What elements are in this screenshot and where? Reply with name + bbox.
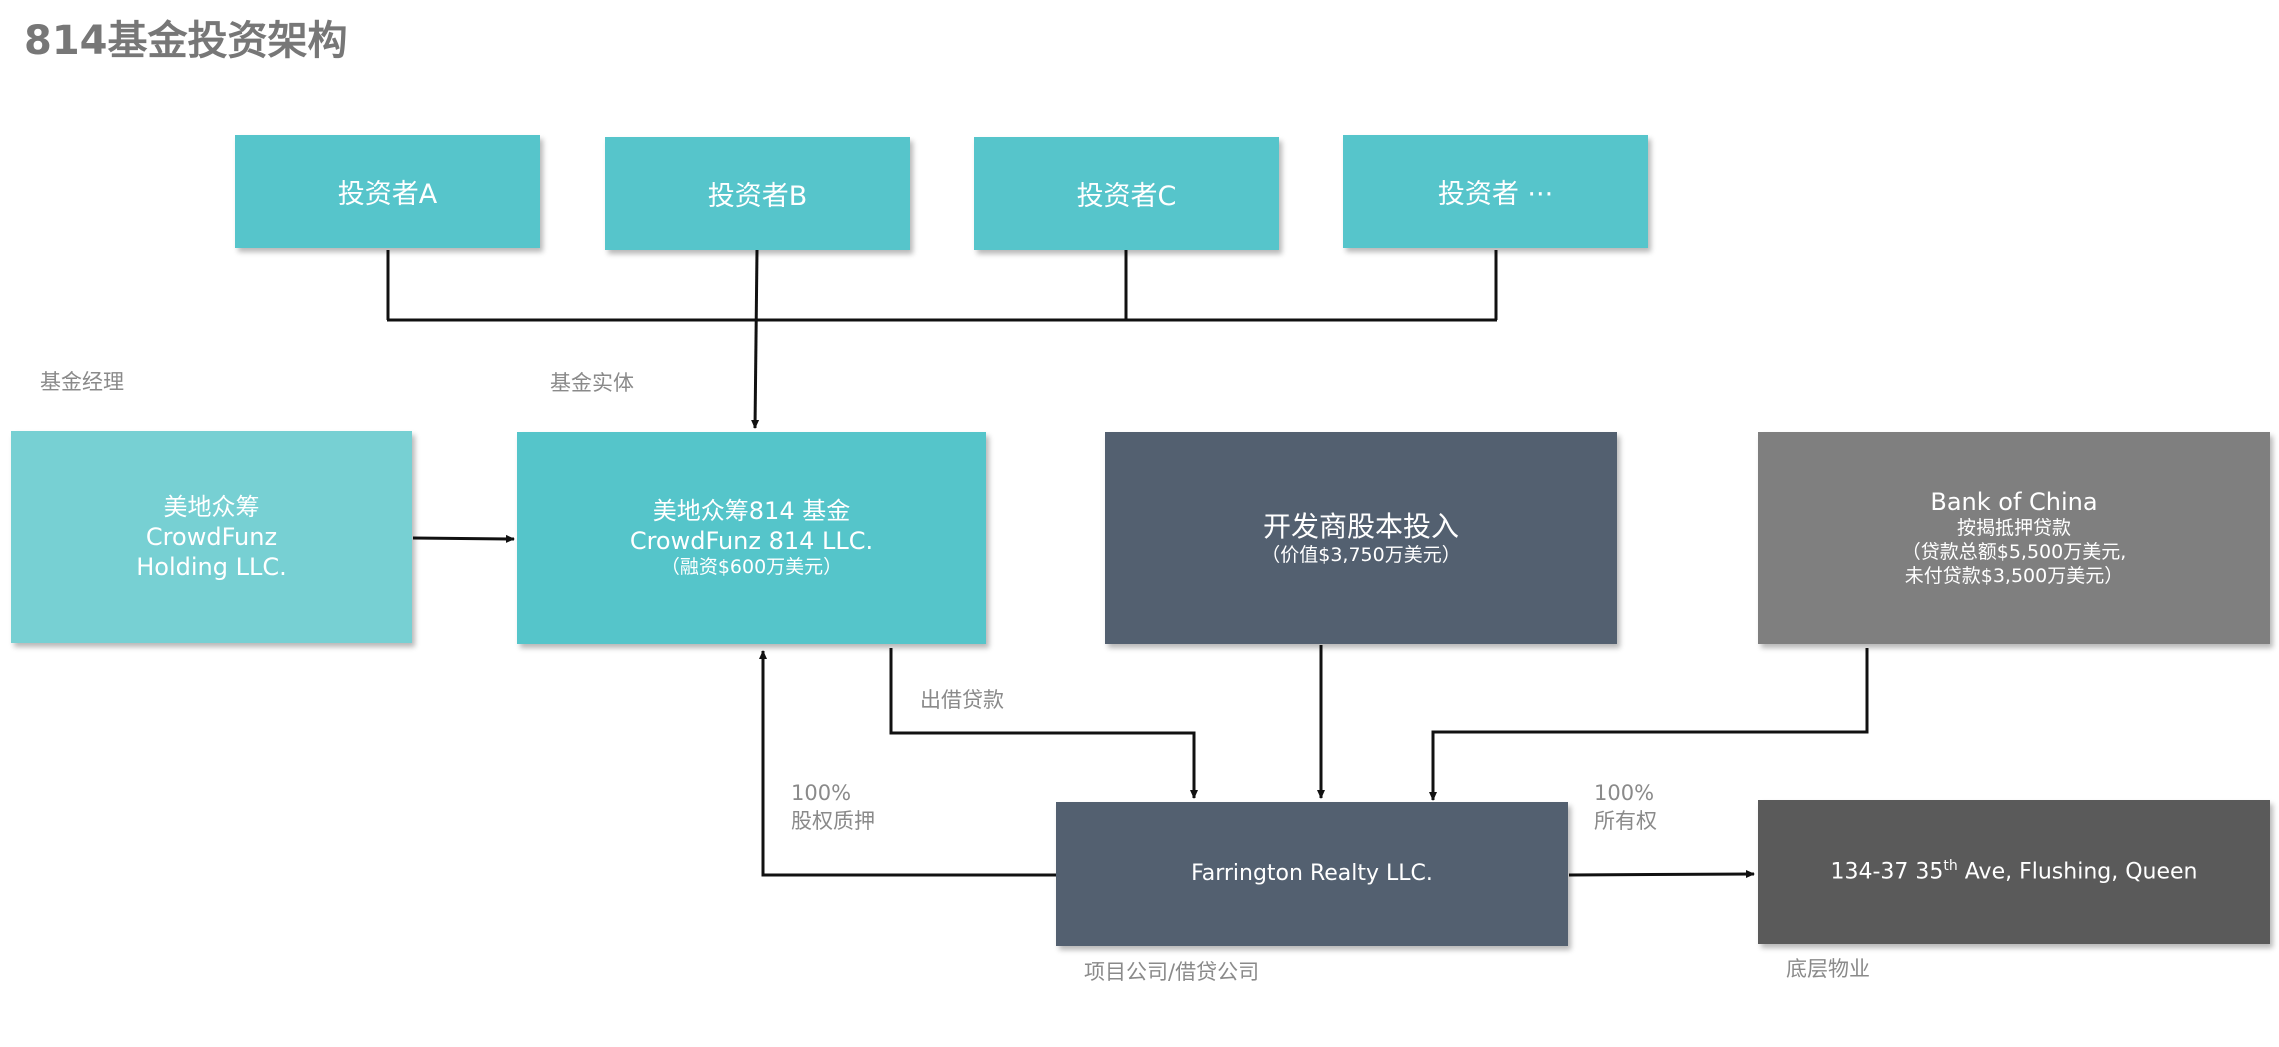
bank-line-4: 未付贷款$3,500万美元） [1904, 564, 2124, 587]
fund-manager-box: 美地众筹 CrowdFunz Holding LLC. [11, 431, 412, 643]
loan-arrow [889, 648, 1198, 799]
fund-line-2: CrowdFunz 814 LLC. [629, 527, 874, 556]
ownership-percent: 100% [1594, 781, 1655, 805]
investor-c-label: 投资者C [1076, 181, 1177, 212]
project-line-1: Farrington Realty LLC. [1191, 861, 1433, 887]
investor-c-box: 投资者C [974, 137, 1279, 250]
manager-caption: 基金经理 [40, 370, 124, 394]
ownership-label: 100% 所有权 [1594, 779, 1657, 836]
manager-line-2: CrowdFunz [145, 523, 278, 551]
manager-to-fund-arrow [412, 534, 515, 543]
investor-to-fund-arrow [751, 249, 760, 429]
developer-line-1: 开发商股本投入 [1262, 509, 1459, 543]
investor-more-label: 投资者 ··· [1437, 179, 1554, 210]
property-box: 134-37 35th Ave, Flushing, Queen [1758, 800, 2270, 944]
ownership-arrow [1568, 870, 1755, 879]
fund-caption: 基金实体 [550, 371, 634, 395]
pledge-arrow [759, 650, 1056, 877]
property-address-part-2: Ave, Flushing, Queen [1957, 859, 2198, 885]
pledge-label: 100% 股权质押 [791, 779, 875, 836]
manager-line-3: Holding LLC. [136, 553, 287, 581]
investor-a-box: 投资者A [235, 135, 540, 248]
fund-line-3: （融资$600万美元） [660, 556, 843, 579]
investor-b-box: 投资者B [605, 137, 910, 250]
loan-label: 出借贷款 [920, 688, 1004, 712]
bank-to-project-arrow [1429, 648, 1869, 801]
property-address-part-1: 134-37 35 [1830, 859, 1944, 885]
property-caption: 底层物业 [1786, 957, 1870, 981]
fund-line-1: 美地众筹814 基金 [652, 497, 851, 526]
project-caption: 项目公司/借贷公司 [1084, 960, 1260, 984]
developer-equity-box: 开发商股本投入 （价值$3,750万美元） [1105, 432, 1617, 644]
investor-a-label: 投资者A [337, 179, 438, 210]
page-title: 814基金投资架构 [24, 18, 348, 64]
investor-more-box: 投资者 ··· [1343, 135, 1648, 248]
project-company-box: Farrington Realty LLC. [1056, 802, 1568, 946]
ownership-text: 所有权 [1594, 809, 1657, 834]
bank-line-2: 按揭抵押贷款 [1956, 517, 2071, 540]
property-address: 134-37 35th Ave, Flushing, Queen [1831, 858, 2198, 886]
property-address-sup: th [1943, 858, 1958, 875]
fund-entity-box: 美地众筹814 基金 CrowdFunz 814 LLC. （融资$600万美元… [517, 432, 986, 644]
developer-line-2: （价值$3,750万美元） [1261, 543, 1461, 566]
bank-line-3: （贷款总额$5,500万美元, [1901, 541, 2127, 564]
bank-line-1: Bank of China [1930, 488, 2098, 517]
pledge-percent: 100% [791, 781, 852, 805]
manager-line-1: 美地众筹 [163, 493, 260, 521]
bank-loan-box: Bank of China 按揭抵押贷款 （贷款总额$5,500万美元, 未付贷… [1758, 432, 2270, 644]
investor-b-label: 投资者B [707, 181, 808, 212]
pledge-text: 股权质押 [791, 809, 875, 834]
